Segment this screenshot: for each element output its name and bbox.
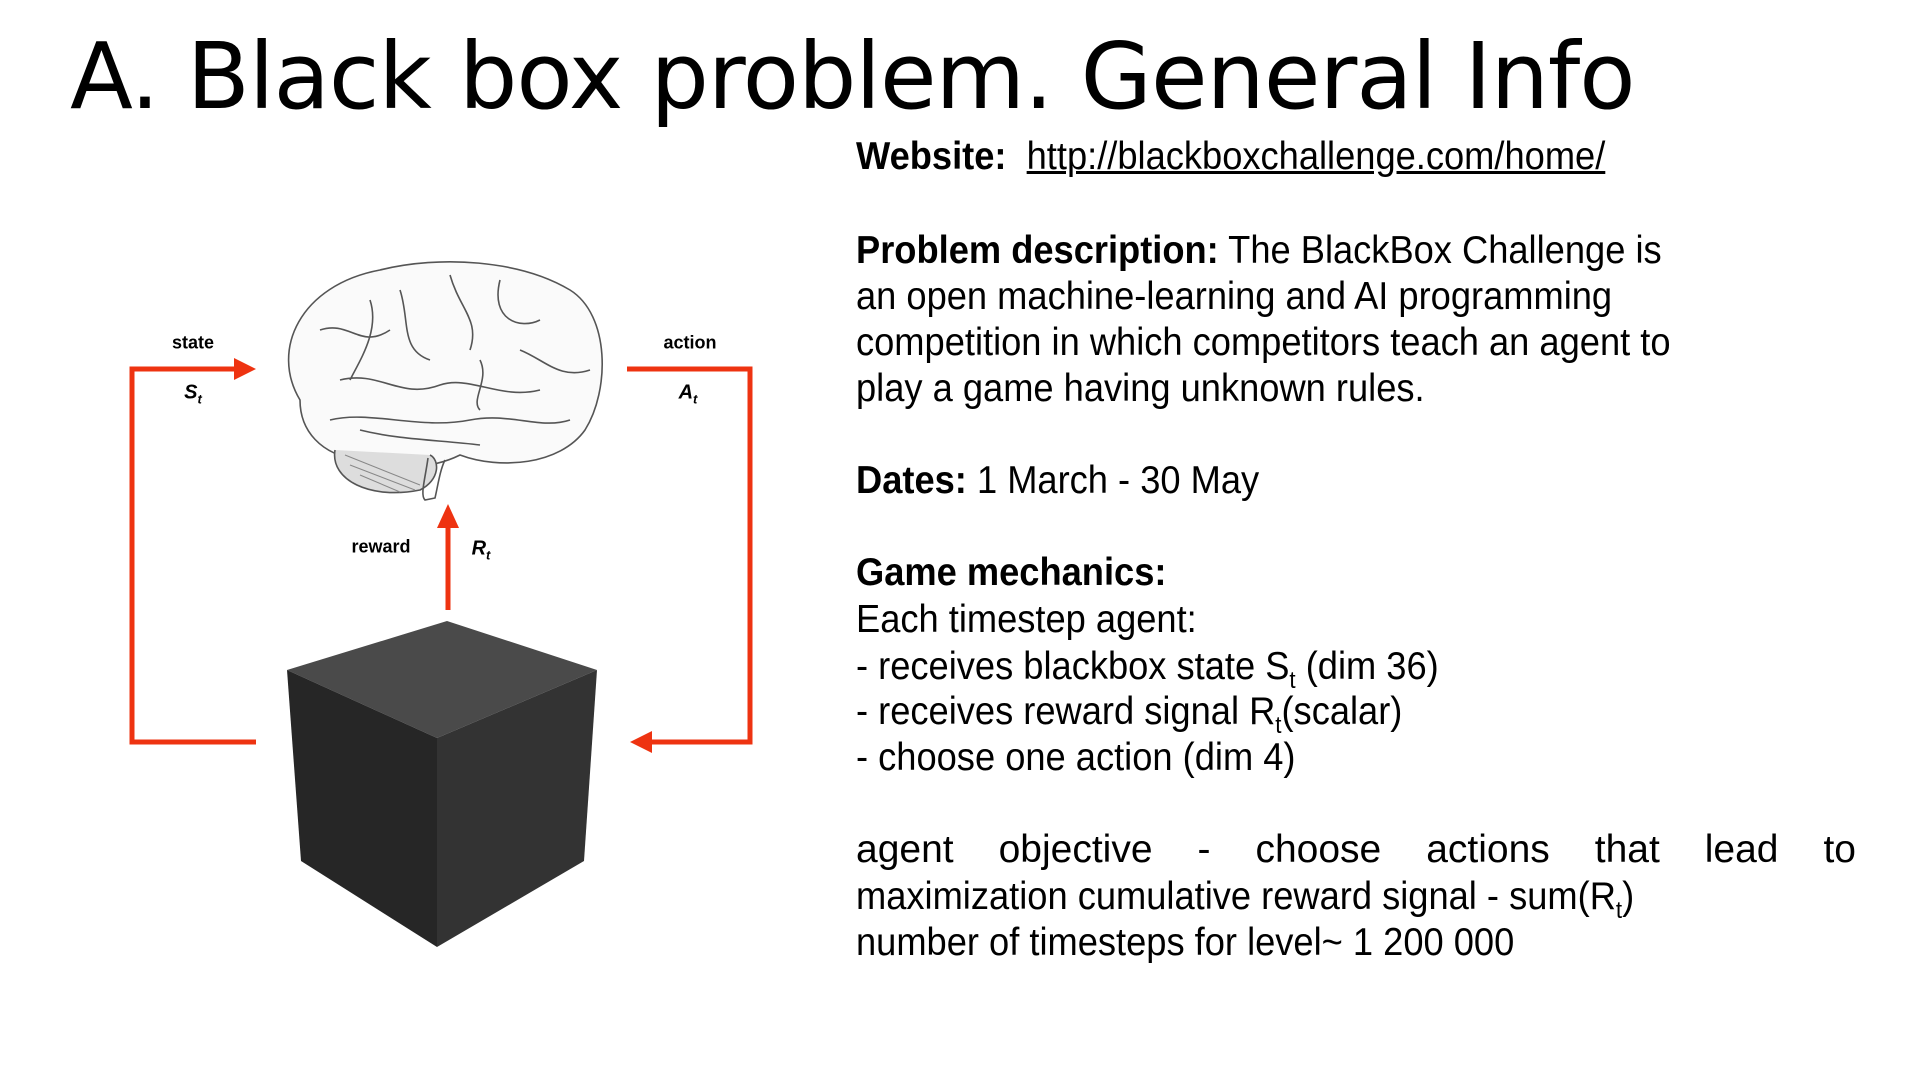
reward-arrowhead xyxy=(437,504,459,528)
mechanics-item-2: - receives reward signal Rt(scalar) xyxy=(856,690,1403,739)
mechanics-intro: Each timestep agent: xyxy=(856,598,1197,641)
state-arrowhead xyxy=(234,358,256,380)
reward-label: reward xyxy=(351,536,411,557)
objective-line-3: number of timesteps for level~ 1 200 000 xyxy=(856,921,1515,964)
mechanics-item-3: - choose one action (dim 4) xyxy=(856,736,1296,779)
website-link[interactable]: http://blackboxchallenge.com/home/ xyxy=(1026,135,1606,178)
arrows xyxy=(129,366,753,745)
reward-symbol: Rt xyxy=(471,537,491,563)
brain-icon xyxy=(287,261,603,501)
action-arrow xyxy=(627,366,753,745)
problem-line-2: an open machine-learning and AI programm… xyxy=(856,275,1613,318)
action-arrowhead xyxy=(630,731,652,753)
cube-icon xyxy=(287,621,597,947)
action-label: action xyxy=(663,332,717,353)
mechanics-item-1: - receives blackbox state St (dim 36) xyxy=(856,645,1439,694)
state-arrow xyxy=(129,366,256,745)
dates-line: Dates: 1 March - 30 May xyxy=(856,459,1260,502)
problem-line-3: competition in which competitors teach a… xyxy=(856,321,1671,364)
action-symbol: At xyxy=(678,381,698,407)
mechanics-heading: Game mechanics: xyxy=(856,551,1167,594)
slide-title: A. Black box problem. General Info xyxy=(70,23,1636,130)
problem-line-1: Problem description: The BlackBox Challe… xyxy=(856,229,1662,272)
objective-line-2: maximization cumulative reward signal - … xyxy=(856,875,1635,924)
state-label: state xyxy=(171,332,215,353)
website-line: Website: http://blackboxchallenge.com/ho… xyxy=(856,135,1606,178)
problem-line-4: play a game having unknown rules. xyxy=(856,367,1425,410)
state-symbol: St xyxy=(184,381,202,407)
